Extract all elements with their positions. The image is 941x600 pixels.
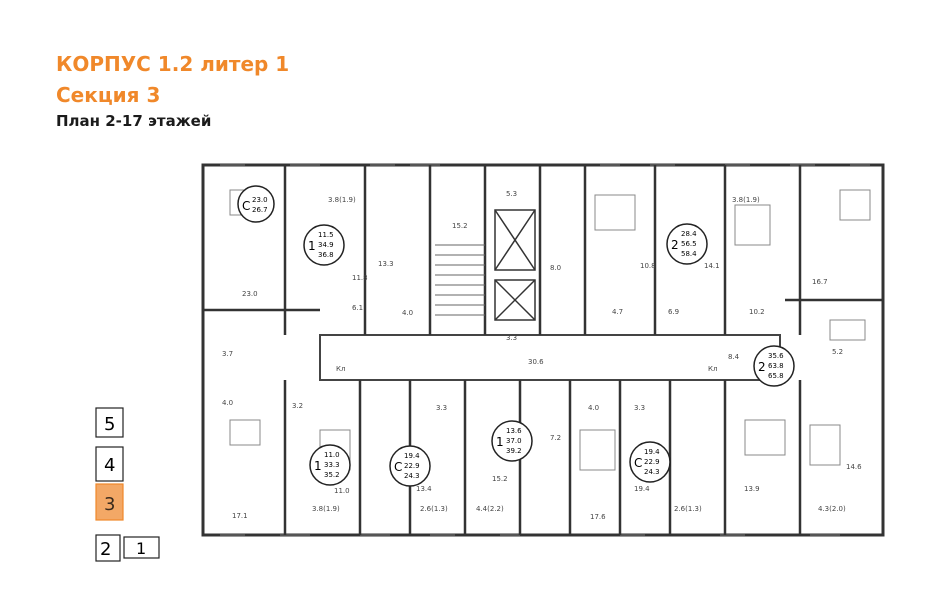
apartment-marker[interactable]: С 23.0 26.7 [237, 185, 275, 223]
apartment-marker[interactable]: 2 28.4 56.5 58.4 [666, 223, 708, 265]
room-area-label: 10.8 [640, 262, 656, 270]
apartment-type: С [394, 460, 402, 474]
section-2-button[interactable]: 2 [95, 534, 121, 562]
room-area-label: 14.6 [846, 463, 862, 471]
staircase [435, 244, 485, 316]
apartment-marker[interactable]: 1 11.5 34.9 36.8 [303, 224, 345, 266]
room-area-label: 8.4 [728, 353, 740, 361]
room-area-label: 6.9 [668, 308, 679, 316]
room-area-label: 11.8 [352, 274, 368, 282]
room-area-label: 8.0 [550, 264, 561, 272]
room-area-label: 4.3(2.0) [818, 505, 846, 513]
section-3-button[interactable]: 3 [95, 483, 124, 521]
section-4-button[interactable]: 4 [95, 446, 124, 482]
room-area-label: 13.4 [416, 485, 432, 493]
section-1-button[interactable]: 1 [123, 536, 160, 559]
apartment-marker[interactable]: С 19.4 22.9 24.3 [389, 445, 431, 487]
apartment-area: 24.3 [644, 468, 660, 476]
room-area-label: 2.6(1.3) [674, 505, 702, 513]
apartment-area: 19.4 [644, 448, 660, 456]
room-area-label: Кл [336, 365, 345, 373]
room-area-label: 4.0 [588, 404, 599, 412]
section-label: 5 [104, 414, 115, 435]
room-area-label: 4.4(2.2) [476, 505, 504, 513]
apartment-type: 2 [671, 238, 679, 252]
room-area-label: 4.0 [222, 399, 233, 407]
room-area-label: 6.1 [352, 304, 363, 312]
room-area-label: 17.1 [232, 512, 248, 520]
apartment-area: 22.9 [404, 462, 420, 470]
apartment-area: 56.5 [681, 240, 697, 248]
apartment-area: 28.4 [681, 230, 697, 238]
apartment-area: 35.2 [324, 471, 340, 479]
apartment-area: 35.6 [768, 352, 784, 360]
outer-wall [201, 163, 885, 537]
elevator-shafts [494, 209, 536, 321]
apartment-area: 65.8 [768, 372, 784, 380]
room-area-label: 16.7 [812, 278, 828, 286]
apartment-area: 24.3 [404, 472, 420, 480]
room-area-label: Кл [708, 365, 717, 373]
apartment-area: 36.8 [318, 251, 334, 259]
room-area-label: 15.2 [452, 222, 468, 230]
room-area-label: 7.2 [550, 434, 561, 442]
room-area-label: 13.9 [744, 485, 760, 493]
room-area-label: 23.0 [242, 290, 258, 298]
room-area-label: 3.3 [634, 404, 645, 412]
floors-subtitle: План 2-17 этажей [56, 112, 212, 130]
apartment-area: 19.4 [404, 452, 420, 460]
room-area-label: 5.2 [832, 348, 843, 356]
building-title: КОРПУС 1.2 литер 1 [56, 52, 290, 76]
apartment-type: 1 [496, 435, 504, 449]
room-area-label: 3.8(1.9) [732, 196, 760, 204]
floor-plan: С 23.0 26.7 1 11.5 34.9 36.8 2 28.4 56.5… [201, 163, 885, 537]
room-area-label: 13.3 [378, 260, 394, 268]
room-area-label: 3.7 [222, 350, 233, 358]
apartment-area: 37.0 [506, 437, 522, 445]
room-area-label: 3.3 [506, 334, 517, 342]
room-area-label: 30.6 [528, 358, 544, 366]
apartment-area: 11.5 [318, 231, 334, 239]
apartment-area: 13.6 [506, 427, 522, 435]
apartment-marker[interactable]: 2 35.6 63.8 65.8 [753, 345, 795, 387]
room-area-label: 11.0 [334, 487, 350, 495]
room-area-label: 2.6(1.3) [420, 505, 448, 513]
apartment-type: 1 [314, 459, 322, 473]
room-area-label: 5.3 [506, 190, 517, 198]
apartment-type: С [242, 199, 250, 213]
room-area-label: 3.8(1.9) [312, 505, 340, 513]
room-area-label: 4.0 [402, 309, 413, 317]
apartment-marker[interactable]: 1 13.6 37.0 39.2 [491, 420, 533, 462]
room-area-label: 3.8(1.9) [328, 196, 356, 204]
room-area-label: 17.6 [590, 513, 606, 521]
apartment-type: 1 [308, 239, 316, 253]
section-title: Секция 3 [56, 83, 161, 107]
section-label: 2 [100, 539, 111, 560]
apartment-marker[interactable]: 1 11.0 33.3 35.2 [309, 444, 351, 486]
apartment-area: 26.7 [252, 206, 268, 214]
apartment-area: 11.0 [324, 451, 340, 459]
room-area-label: 15.2 [492, 475, 508, 483]
section-label: 3 [104, 494, 115, 515]
apartment-marker[interactable]: С 19.4 22.9 24.3 [629, 441, 671, 483]
room-area-label: 3.3 [436, 404, 447, 412]
apartment-area: 23.0 [252, 196, 268, 204]
apartment-area: 63.8 [768, 362, 784, 370]
room-area-label: 19.4 [634, 485, 650, 493]
section-5-button[interactable]: 5 [95, 407, 124, 438]
apartment-area: 58.4 [681, 250, 697, 258]
room-area-label: 10.2 [749, 308, 765, 316]
room-area-label: 14.1 [704, 262, 720, 270]
apartment-area: 33.3 [324, 461, 340, 469]
room-area-label: 4.7 [612, 308, 623, 316]
apartment-area: 22.9 [644, 458, 660, 466]
apartment-area: 34.9 [318, 241, 334, 249]
apartment-type: 2 [758, 360, 766, 374]
section-label: 4 [104, 455, 115, 476]
corridor [319, 334, 781, 381]
room-area-label: 3.2 [292, 402, 303, 410]
section-label: 1 [136, 539, 146, 558]
apartment-area: 39.2 [506, 447, 522, 455]
apartment-type: С [634, 456, 642, 470]
